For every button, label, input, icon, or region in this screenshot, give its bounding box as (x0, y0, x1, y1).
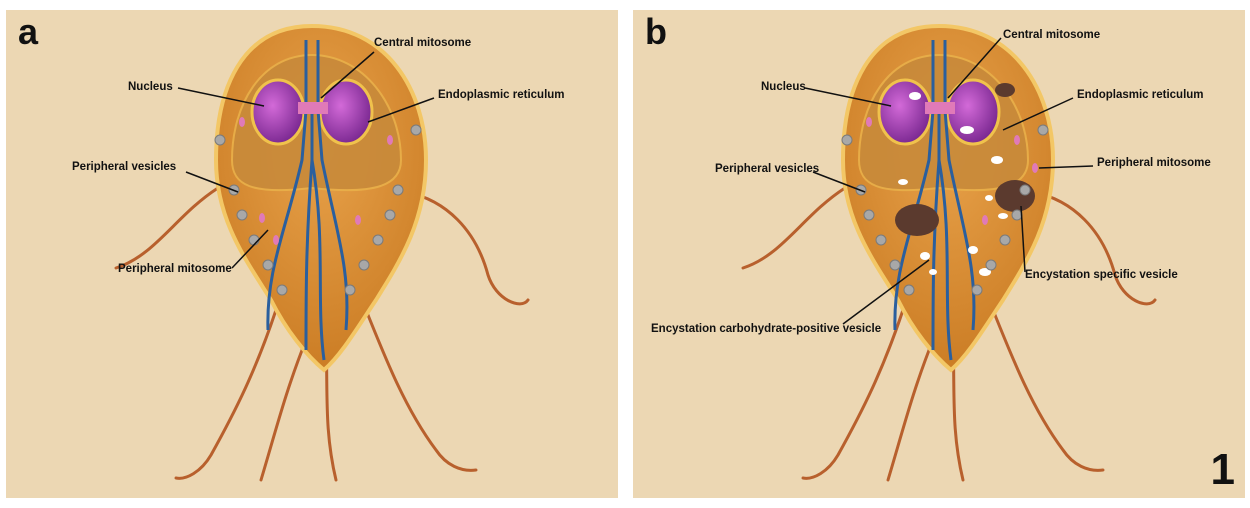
label-peripheral-vesicles: Peripheral vesicles (72, 161, 176, 173)
label-central-mitosome: Central mitosome (1003, 29, 1100, 41)
label-peripheral-vesicles: Peripheral vesicles (715, 163, 819, 175)
giardia-diagram-trophozoite: Central mitosome Nucleus Endoplasmic ret… (6, 10, 618, 498)
central-mitosome-cluster (298, 102, 328, 114)
nucleus-left (879, 80, 931, 144)
giardia-diagram-encysting: Central mitosome Nucleus Endoplasmic ret… (633, 10, 1245, 498)
panel-a: Central mitosome Nucleus Endoplasmic ret… (6, 10, 618, 498)
label-encystation-specific-vesicle: Encystation specific vesicle (1025, 269, 1178, 281)
label-peripheral-mitosome: Peripheral mitosome (1097, 157, 1211, 169)
nucleus-left (252, 80, 304, 144)
panel-letter: a (18, 14, 38, 50)
label-endoplasmic-reticulum: Endoplasmic reticulum (1077, 89, 1204, 101)
ventral-flagellum-right (366, 310, 476, 470)
anterior-flagellum-left (116, 188, 218, 268)
label-central-mitosome: Central mitosome (374, 37, 471, 49)
central-mitosome-cluster (925, 102, 955, 114)
label-nucleus: Nucleus (128, 81, 173, 93)
ventral-flagellum-left (176, 310, 276, 478)
figure-number: 1 (1211, 448, 1235, 492)
anterior-flagellum-right (406, 192, 528, 304)
panel-b: Central mitosome Nucleus Endoplasmic ret… (633, 10, 1245, 498)
panel-letter: b (645, 14, 667, 50)
label-endoplasmic-reticulum: Endoplasmic reticulum (438, 89, 565, 101)
label-peripheral-mitosome: Peripheral mitosome (118, 263, 232, 275)
label-encystation-carbohydrate-positive-vesicle: Encystation carbohydrate-positive vesicl… (651, 323, 881, 335)
label-nucleus: Nucleus (761, 81, 806, 93)
posterolateral-flagellum (261, 340, 306, 480)
